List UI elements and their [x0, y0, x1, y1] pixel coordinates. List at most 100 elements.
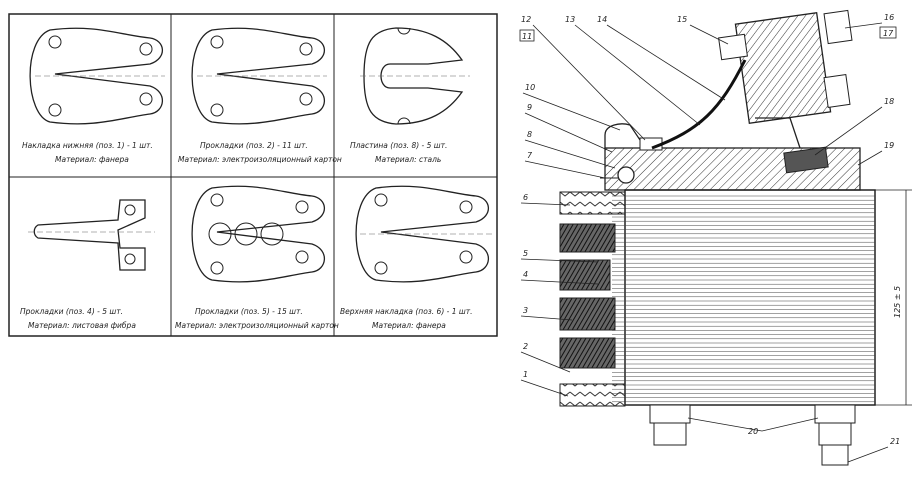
panel-material: Материал: сталь — [375, 155, 441, 164]
callout-9: 9 — [527, 103, 532, 112]
hole — [299, 92, 313, 106]
hole — [299, 42, 313, 56]
stack-lines — [612, 195, 875, 403]
panel-caption: Прокладки (поз. 5) - 15 шт. — [195, 307, 303, 316]
hole — [139, 42, 153, 56]
panel-caption: Прокладки (поз. 4) - 5 шт. — [20, 307, 123, 316]
leader — [761, 417, 819, 432]
callout-3: 3 — [523, 306, 528, 315]
callout-13: 13 — [565, 15, 575, 24]
leader — [522, 92, 621, 131]
fiber-gasket-section — [559, 223, 616, 253]
callout-18: 18 — [884, 97, 894, 106]
callout-6: 6 — [523, 193, 528, 202]
panel-steel-plate: Пластина (поз. 8) - 5 шт. Материал: стал… — [350, 27, 470, 164]
leader — [520, 202, 571, 206]
gasket-outline — [33, 199, 146, 271]
callout-14: 14 — [597, 15, 607, 24]
callout-10: 10 — [525, 83, 535, 92]
hole — [295, 250, 309, 264]
plate-outline — [355, 185, 490, 283]
callout-7: 7 — [527, 151, 533, 160]
notch — [397, 117, 411, 125]
bottom-nut — [818, 422, 852, 446]
hole — [139, 92, 153, 106]
leader — [814, 106, 883, 156]
bottom-nut — [814, 404, 856, 424]
callout-1: 1 — [523, 370, 528, 379]
callout-17: 17 — [883, 29, 894, 38]
dimension-label: 125 ± 5 — [893, 286, 902, 318]
lead-wire — [651, 59, 747, 150]
fiber-gasket-section — [559, 297, 616, 331]
leader — [532, 24, 646, 141]
assembly-view: 125 ± 5 1 2 3 4 5 6 7 8 9 10 11 12 — [519, 9, 912, 466]
plate-outline — [29, 27, 164, 125]
panel-fiber-gasket: Прокладки (поз. 4) - 5 шт. Материал: лис… — [20, 199, 155, 330]
leader — [689, 24, 729, 45]
hole — [210, 193, 224, 207]
panel-caption: Верхняя накладка (поз. 6) - 1 шт. — [340, 307, 473, 316]
large-hole — [234, 222, 258, 246]
hole — [295, 200, 309, 214]
panel-caption: Пластина (поз. 8) - 5 шт. — [350, 141, 447, 150]
callout-20: 20 — [748, 427, 758, 436]
hole — [374, 193, 388, 207]
laminate-stack — [624, 189, 876, 406]
bottom-bolt — [821, 444, 849, 466]
bolt-head — [823, 9, 853, 45]
leader — [574, 24, 701, 126]
leader — [844, 22, 883, 29]
callout-5: 5 — [523, 249, 528, 258]
callout-11: 11 — [522, 32, 532, 41]
leader — [520, 379, 569, 397]
gasket-outline — [191, 27, 326, 125]
panel-caption: Прокладки (поз. 2) - 11 шт. — [200, 141, 308, 150]
leader — [520, 351, 571, 373]
callouts: 1 2 3 4 5 6 7 8 9 10 11 12 13 1 — [519, 13, 900, 463]
notch — [397, 27, 411, 35]
hole — [48, 35, 62, 49]
panel-material: Материал: электроизоляционный картон — [178, 155, 342, 164]
panel-material: Материал: фанера — [372, 321, 446, 330]
leader — [524, 139, 616, 169]
hole — [48, 103, 62, 117]
fiber-gasket-section — [559, 259, 611, 291]
hole — [210, 35, 224, 49]
bolt-head — [823, 74, 851, 108]
leader — [520, 315, 573, 321]
clamp-support — [755, 117, 801, 149]
hole — [374, 261, 388, 275]
callout-15: 15 — [677, 15, 687, 24]
callout-16: 16 — [884, 13, 894, 22]
sheet-border — [8, 13, 498, 337]
hole — [210, 103, 224, 117]
leader — [520, 258, 599, 263]
callout-21: 21 — [890, 437, 900, 446]
panel-material: Материал: фанера — [55, 155, 129, 164]
panel-lower-plate: Накладка нижняя (поз. 1) - 1 шт. Материа… — [22, 27, 165, 164]
hole — [459, 250, 473, 264]
parts-sheet: Накладка нижняя (поз. 1) - 1 шт. Материа… — [8, 13, 498, 337]
panel-material: Материал: листовая фибра — [28, 321, 136, 330]
lower-plate-section — [559, 383, 626, 407]
leader — [857, 150, 883, 166]
bottom-nut — [649, 404, 691, 424]
bottom-bolt — [653, 422, 687, 446]
pin — [617, 166, 635, 184]
panel-gasket-2: Прокладки (поз. 2) - 11 шт. Материал: эл… — [178, 27, 342, 164]
plate-outline — [363, 27, 464, 125]
panel-gasket-5: Прокладки (поз. 5) - 15 шт. Материал: эл… — [175, 185, 339, 330]
hole — [124, 253, 136, 265]
gasket-outline — [191, 185, 326, 283]
leader — [847, 446, 889, 463]
leader — [524, 160, 606, 179]
leader — [520, 279, 599, 285]
bolt-head — [718, 33, 748, 61]
callout-4: 4 — [523, 270, 528, 279]
callout-box — [879, 26, 897, 39]
panel-caption: Накладка нижняя (поз. 1) - 1 шт. — [22, 141, 153, 150]
upper-plate-section — [559, 191, 626, 215]
large-hole — [208, 222, 232, 246]
